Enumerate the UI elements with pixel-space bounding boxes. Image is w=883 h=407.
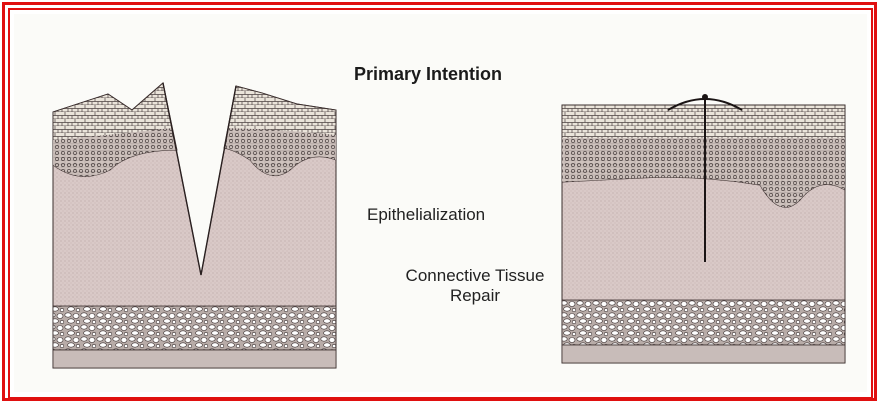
label-connective-tissue-line1: Connective Tissue xyxy=(355,266,595,286)
suture-knot xyxy=(702,94,708,100)
label-epithelialization: Epithelialization xyxy=(367,205,485,225)
label-connective-tissue-line2: Repair xyxy=(355,286,595,306)
sutured-wound-block xyxy=(562,94,845,363)
open-wound-block xyxy=(53,83,336,368)
label-connective-tissue-repair: Connective Tissue Repair xyxy=(355,266,595,306)
diagram-title: Primary Intention xyxy=(354,64,574,85)
